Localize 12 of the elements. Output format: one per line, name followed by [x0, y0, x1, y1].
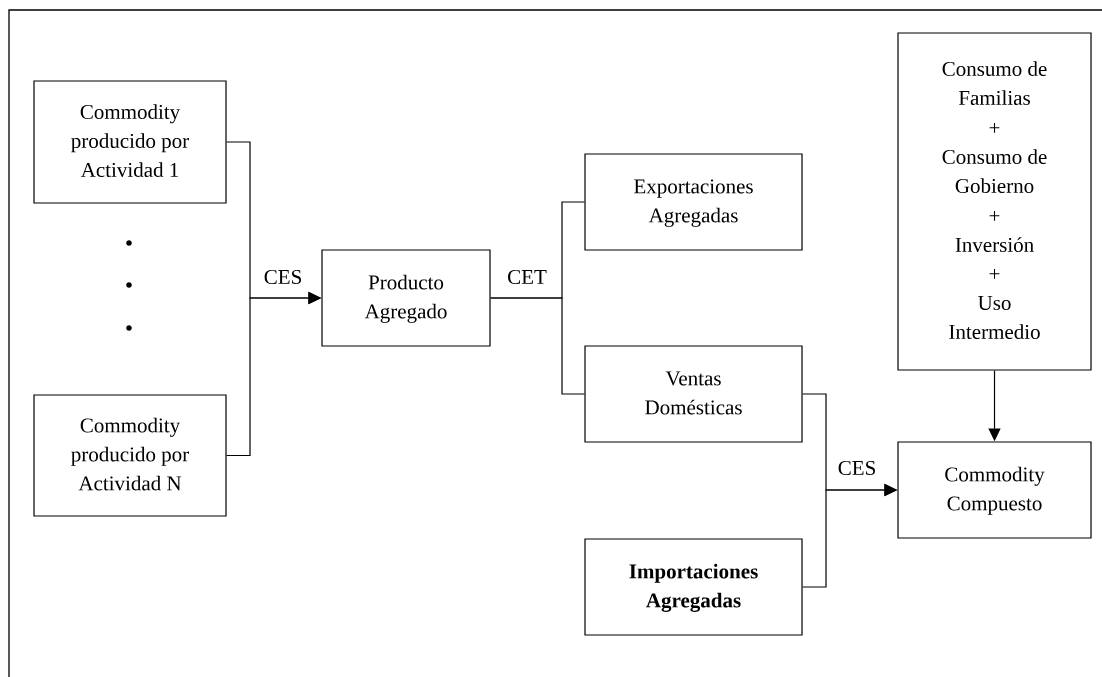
text-box: Commodity producido por Actividad N: [33, 394, 227, 517]
text-box: Consumo de Familias + Consumo de Gobierno + Inversión + Uso Intermedio: [897, 32, 1092, 371]
text-box: Exportaciones Agregadas: [584, 153, 803, 251]
connector: [490, 297, 585, 395]
text-box: Commodity Compuesto: [897, 441, 1092, 539]
text-box: Importaciones Agregadas: [584, 538, 803, 636]
text-box: Commodity producido por Actividad 1: [33, 80, 227, 204]
text-box: Producto Agregado: [321, 249, 491, 347]
text-box: Ventas Domésticas: [584, 345, 803, 443]
edge-label: CES: [836, 459, 878, 477]
edge-label: CET: [506, 268, 548, 286]
edge-label: CES: [262, 268, 304, 286]
